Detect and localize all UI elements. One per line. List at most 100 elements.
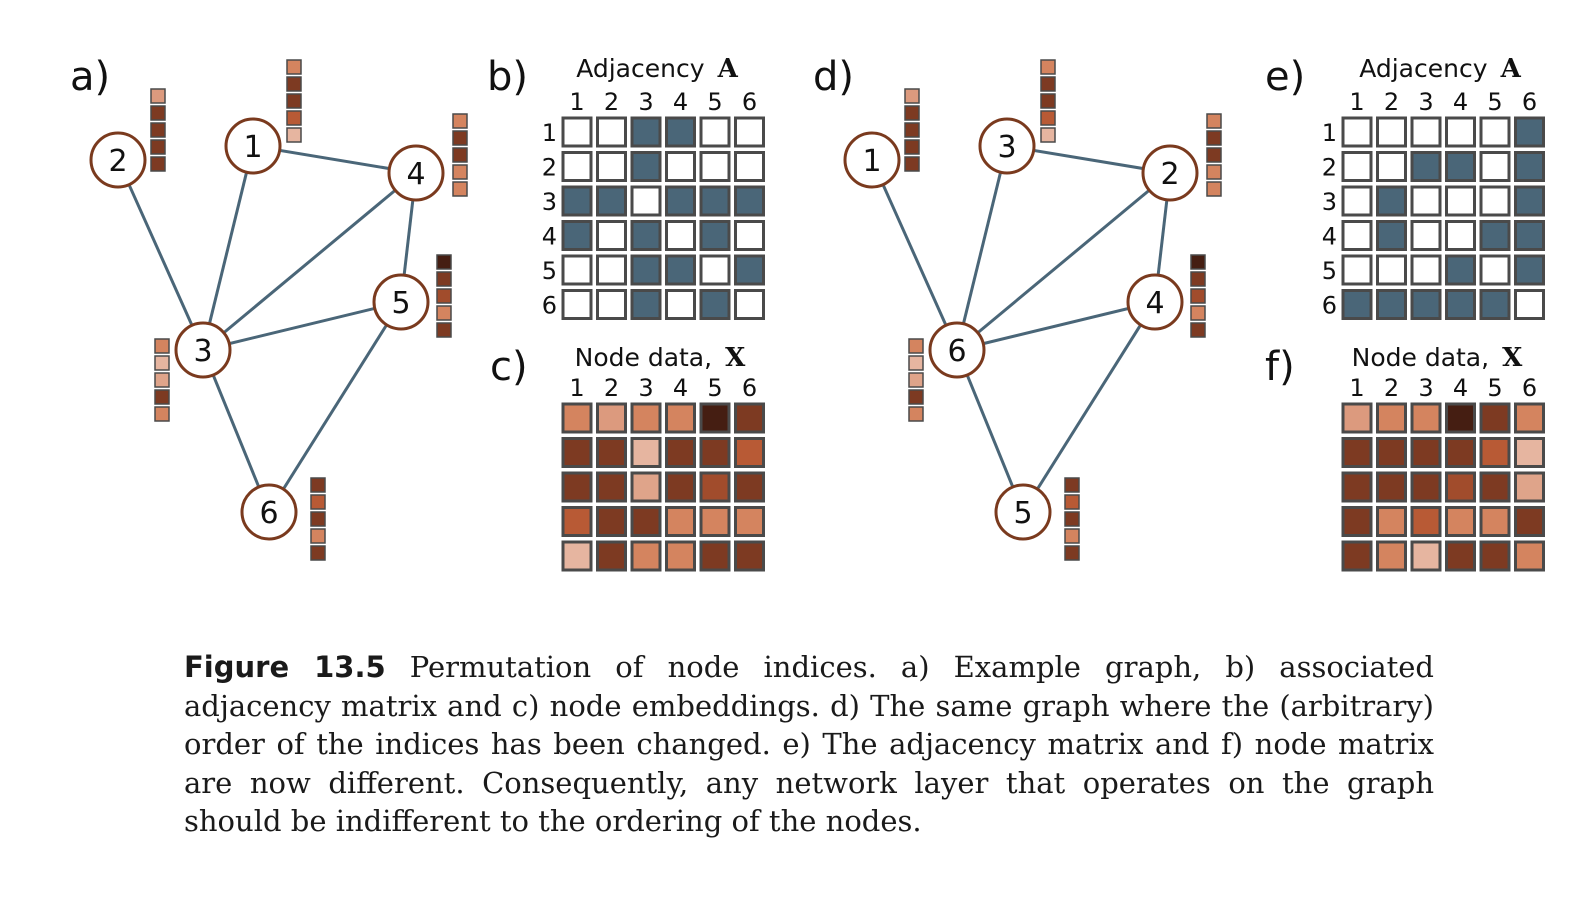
column-index: 5 <box>707 88 722 116</box>
node-data-cell <box>596 540 627 572</box>
adjacency-cell-empty <box>1445 185 1476 217</box>
node-data-cell <box>1479 471 1511 503</box>
node-data-cell <box>665 402 696 434</box>
adjacency-cell-empty <box>561 254 593 286</box>
row-index: 2 <box>1322 154 1337 182</box>
node-label: 1 <box>243 130 262 165</box>
node-data-cell <box>1445 506 1476 537</box>
node-data-cell <box>1445 437 1476 468</box>
adjacency-title-b: Adjacency A <box>576 54 738 84</box>
feature-cell <box>436 288 452 304</box>
column-index: 1 <box>569 88 584 116</box>
feature-cell <box>1064 528 1080 544</box>
node-data-cell <box>699 402 731 434</box>
feature-cell <box>1040 93 1056 109</box>
node-label: 4 <box>1145 286 1164 321</box>
node-label: 6 <box>947 334 966 369</box>
graph-edge <box>955 145 1009 351</box>
adjacency-cell-connected <box>1341 289 1373 320</box>
adjacency-cell-connected <box>1376 289 1407 320</box>
row-index: 2 <box>542 154 557 182</box>
node-data-cell <box>1341 540 1373 572</box>
adjacency-cell-connected <box>1376 185 1407 217</box>
feature-cell <box>908 389 924 405</box>
node-data-cell <box>630 506 662 537</box>
adjacency-cell-empty <box>1445 116 1476 148</box>
node-data-symbol: X <box>1502 343 1523 373</box>
column-index: 3 <box>638 88 653 116</box>
column-index: 2 <box>604 374 619 402</box>
row-index: 6 <box>1322 292 1337 320</box>
adjacency-cell-empty <box>1376 116 1407 148</box>
adjacency-cell-connected <box>734 254 765 286</box>
adjacency-cell-empty <box>665 289 696 320</box>
node-data-cell <box>1376 540 1407 572</box>
node-data-cell <box>1479 540 1511 572</box>
node-feature-vector <box>1190 254 1206 338</box>
graph-edge <box>955 349 1025 513</box>
adjacency-cell-connected <box>1410 151 1442 182</box>
node-data-cell <box>630 471 662 503</box>
node-data-cell <box>561 471 593 503</box>
node-data-cell <box>734 471 765 503</box>
node-data-cell <box>699 506 731 537</box>
node-data-cell <box>1479 437 1511 468</box>
feature-cell <box>286 127 302 143</box>
graph-node <box>224 117 282 175</box>
feature-cell <box>908 355 924 371</box>
column-index: 1 <box>1349 374 1364 402</box>
node-data-cell <box>699 471 731 503</box>
row-index: 6 <box>542 292 557 320</box>
graph-edge <box>956 171 1171 352</box>
caption-text: Permutation of node indices. a) Example … <box>184 650 1434 838</box>
node-feature-vector <box>1040 59 1056 143</box>
adjacency-cell-empty <box>1376 151 1407 182</box>
graph-edge <box>202 171 417 352</box>
graph-node <box>978 117 1036 175</box>
adjacency-cell-connected <box>1410 289 1442 320</box>
node-data-cell <box>1376 506 1407 537</box>
column-index: 2 <box>1384 374 1399 402</box>
column-index: 3 <box>1418 374 1433 402</box>
node-data-cell <box>1514 540 1545 572</box>
feature-cell <box>436 271 452 287</box>
node-data-symbol: X <box>725 343 746 373</box>
feature-cell <box>1206 164 1222 180</box>
column-index: 4 <box>1453 88 1468 116</box>
node-data-cell <box>734 506 765 537</box>
feature-cell <box>150 156 166 172</box>
node-data-cell <box>1445 471 1476 503</box>
graph-node <box>1141 144 1199 202</box>
adjacency-cell-empty <box>1376 254 1407 286</box>
node-feature-vector <box>436 254 452 338</box>
adjacency-cell-empty <box>1341 185 1373 217</box>
node-data-cell <box>561 506 593 537</box>
feature-cell <box>1040 127 1056 143</box>
node-label: 6 <box>259 496 278 531</box>
row-index: 4 <box>542 223 557 251</box>
feature-cell <box>904 88 920 104</box>
feature-cell <box>904 156 920 172</box>
feature-cell <box>452 164 468 180</box>
node-data-title-c: Node data, X <box>575 343 747 373</box>
adjacency-cell-empty <box>734 116 765 148</box>
adjacency-cell-empty <box>1341 220 1373 251</box>
adjacency-cell-empty <box>665 220 696 251</box>
node-data-cell <box>1341 402 1373 434</box>
node-data-cell <box>1376 471 1407 503</box>
node-data-cell <box>1514 471 1545 503</box>
adjacency-cell-empty <box>1410 254 1442 286</box>
adjacency-cell-empty <box>665 151 696 182</box>
feature-cell <box>1190 305 1206 321</box>
node-feature-vector <box>154 338 170 422</box>
node-data-cell <box>1445 402 1476 434</box>
adjacency-cell-empty <box>1445 220 1476 251</box>
adjacency-cell-empty <box>699 151 731 182</box>
node-data-cell <box>734 437 765 468</box>
feature-cell <box>150 139 166 155</box>
